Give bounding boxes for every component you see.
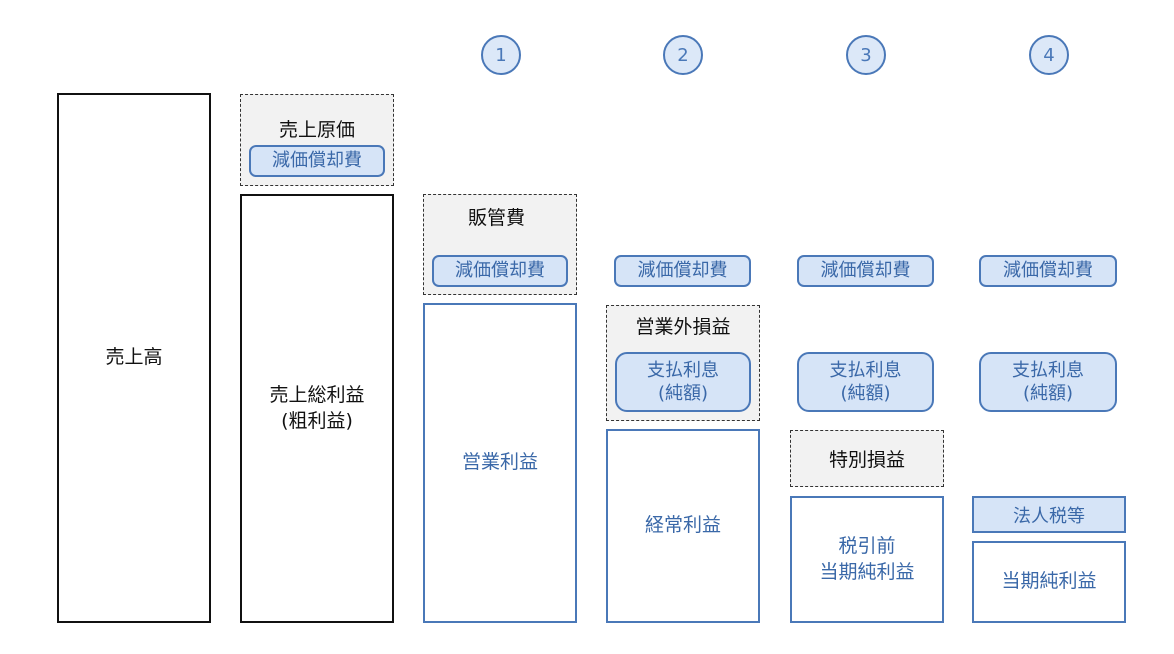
sga-label: 販管費	[468, 207, 526, 229]
col4-depreciation-pill: 減価償却費	[614, 255, 751, 287]
corporate-tax-box: 法人税等	[972, 496, 1126, 533]
col5-depreciation-pill: 減価償却費	[797, 255, 934, 287]
sga-depreciation-pill: 減価償却費	[432, 255, 568, 287]
step-marker-2: 2	[663, 35, 703, 75]
non-operating-box: 営業外損益 支払利息 (純額)	[606, 305, 760, 421]
sales-box: 売上高	[57, 93, 211, 623]
step-marker-1: 1	[481, 35, 521, 75]
extraordinary-label: 特別損益	[828, 449, 905, 471]
step-marker-4: 4	[1029, 35, 1069, 75]
cost-depreciation-pill: 減価償却費	[249, 145, 385, 177]
non-operating-label: 営業外損益	[635, 316, 731, 338]
net-profit-box: 当期純利益	[972, 541, 1126, 623]
col6-depreciation-pill: 減価償却費	[979, 255, 1117, 287]
cost-of-sales-box: 売上原価 減価償却費	[240, 94, 394, 186]
pretax-profit-box: 税引前 当期純利益	[790, 496, 944, 623]
cost-of-sales-label: 売上原価	[278, 119, 355, 141]
sga-box: 販管費 減価償却費	[423, 194, 577, 295]
extraordinary-box: 特別損益	[790, 430, 944, 487]
col6-interest-pill: 支払利息 (純額)	[979, 352, 1117, 412]
gross-profit-box: 売上総利益 (粗利益)	[240, 194, 394, 623]
step-marker-3: 3	[846, 35, 886, 75]
col5-interest-pill: 支払利息 (純額)	[797, 352, 934, 412]
ordinary-profit-box: 経常利益	[606, 429, 760, 623]
operating-profit-box: 営業利益	[423, 303, 577, 623]
col4-interest-pill: 支払利息 (純額)	[615, 352, 751, 412]
